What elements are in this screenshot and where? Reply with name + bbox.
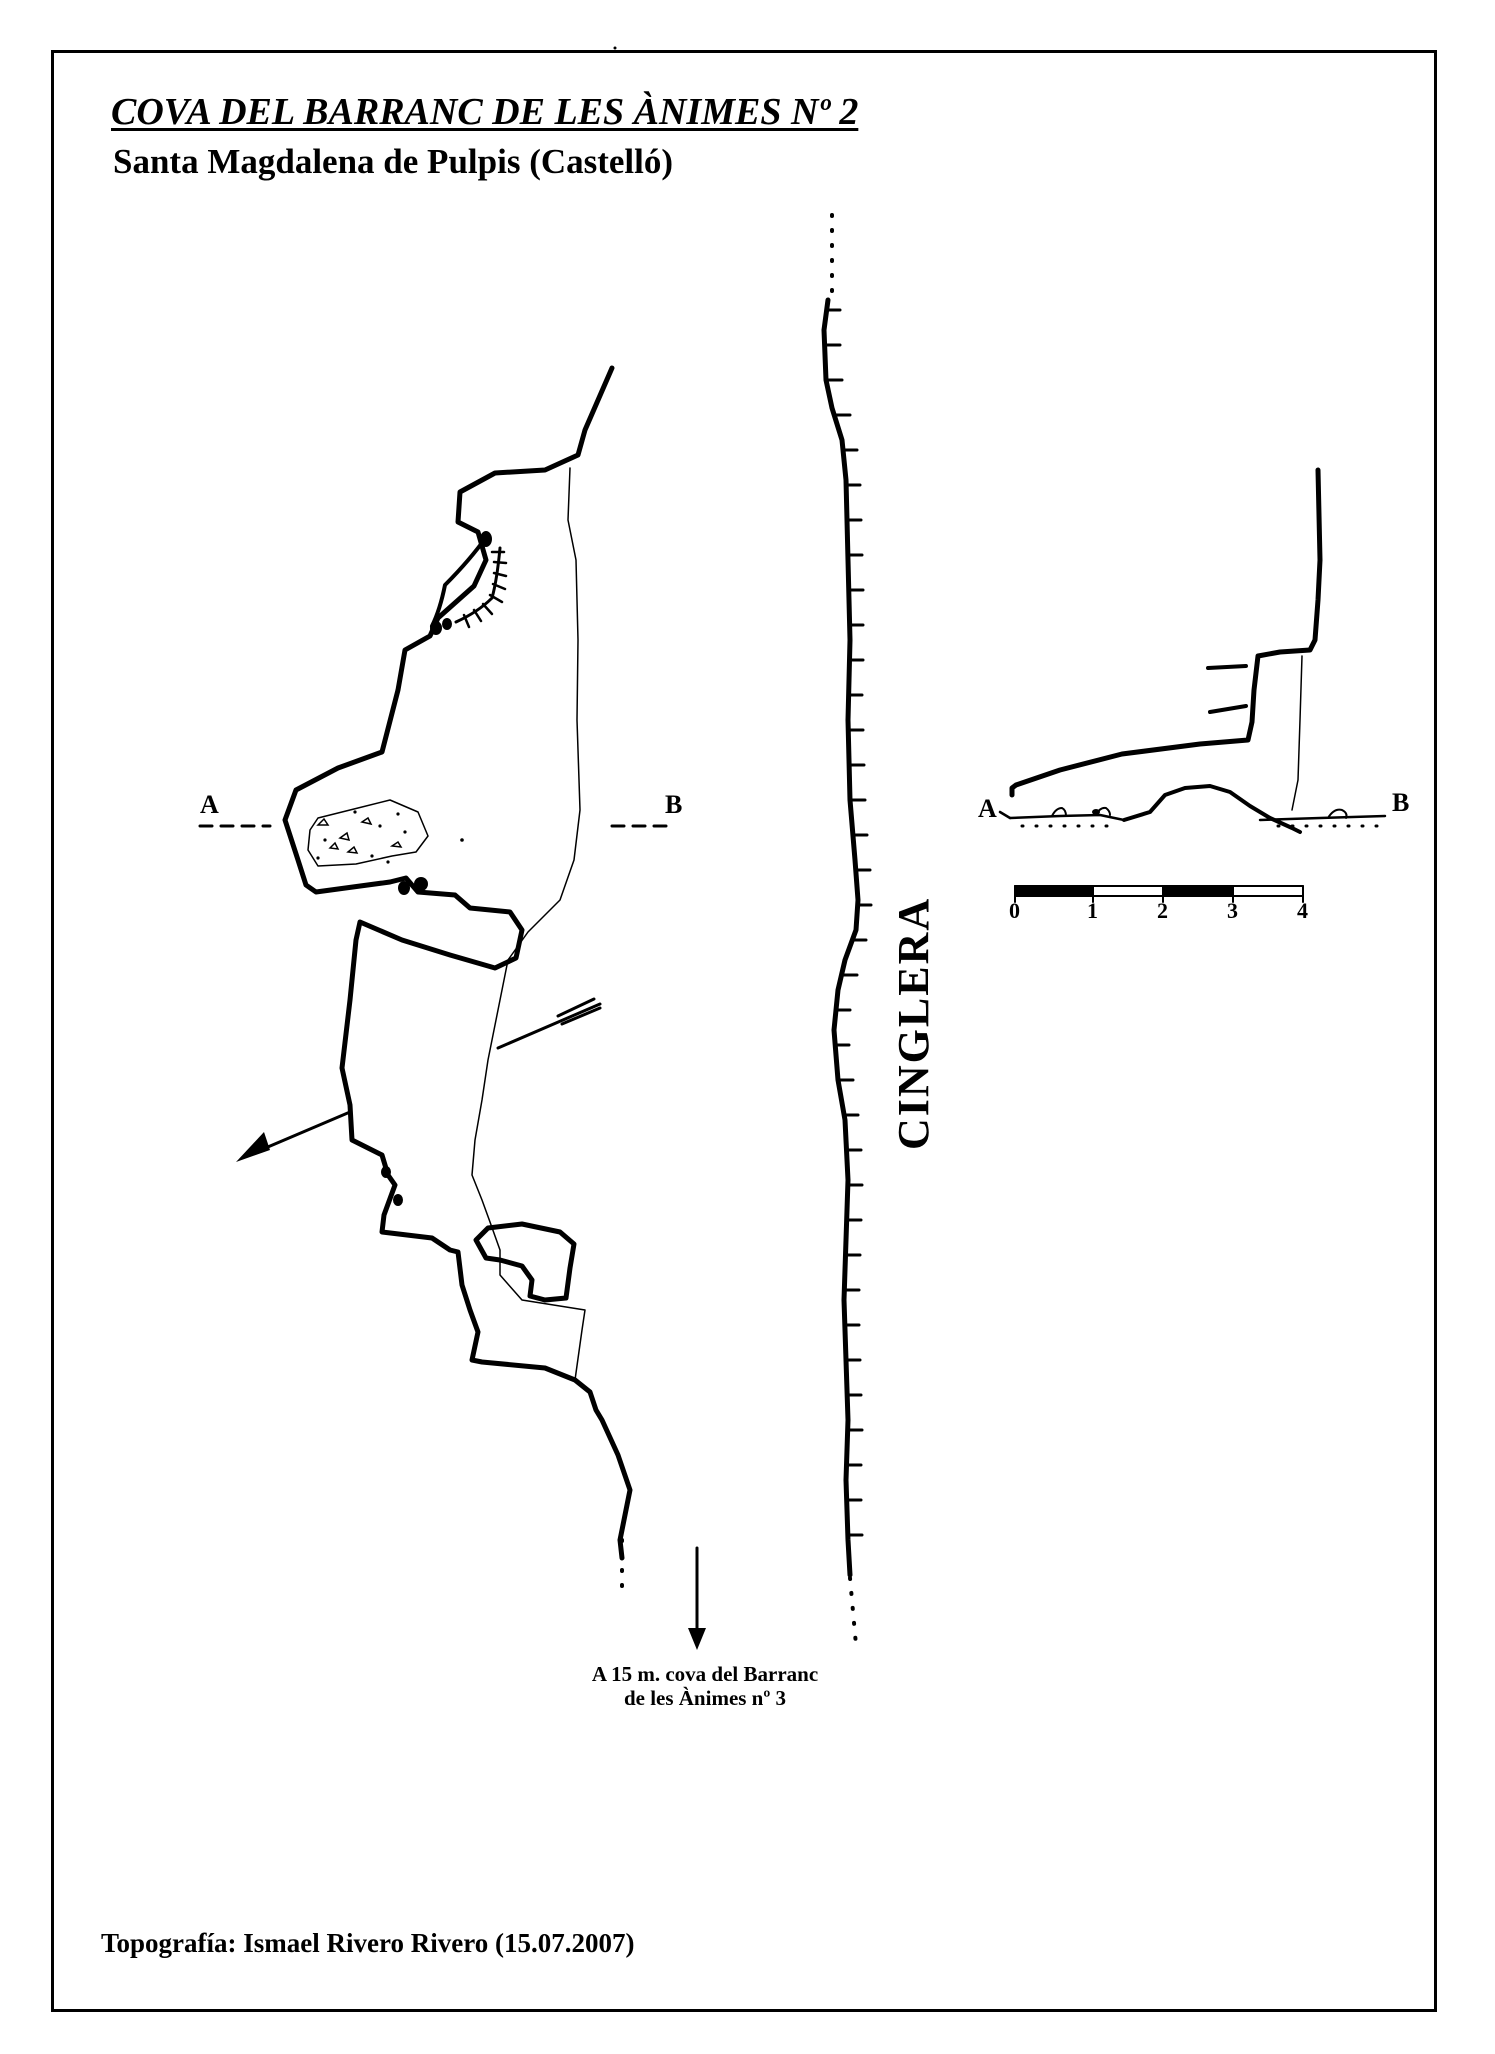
profile-floor xyxy=(1122,784,1302,834)
cave-dripline xyxy=(471,467,586,1381)
cliff-label: CINGLERA xyxy=(889,896,938,1150)
cave-inner-hachure-line xyxy=(454,546,502,624)
profile-outline xyxy=(1009,467,1323,798)
direction-arrow-head xyxy=(688,1628,706,1650)
cliff-ticks xyxy=(824,308,873,1537)
map-frame xyxy=(51,50,1437,2012)
next-cave-note-line: de les Ànimes nº 3 xyxy=(623,1686,787,1710)
plan-section-start-label: A xyxy=(200,790,219,819)
north-arrow-head xyxy=(236,1132,270,1162)
cave-inner-chamber xyxy=(430,534,489,628)
plan-section-end-label: B xyxy=(665,790,683,819)
rock-blocks xyxy=(381,531,1100,1206)
scale-tick-label: 0 xyxy=(1009,898,1020,923)
map-location: Santa Magdalena de Pulpis (Castelló) xyxy=(113,142,674,181)
cave-plan-outline xyxy=(282,365,633,1561)
cave-lower-chamber xyxy=(473,1221,577,1303)
scale-bar xyxy=(1014,885,1304,903)
cave-continuation-dots xyxy=(620,213,858,1647)
cave-floor-deposit xyxy=(307,799,429,867)
next-cave-note: A 15 m. cova del Barranc de les Ànimes n… xyxy=(555,1662,855,1710)
profile-dripline xyxy=(1291,655,1303,811)
map-title: COVA DEL BARRANC DE LES ÀNIMES Nº 2 xyxy=(111,91,859,133)
scale-tick-label: 3 xyxy=(1227,898,1238,923)
deposit-dots xyxy=(316,46,617,864)
deposit-pebbles xyxy=(316,816,403,854)
survey-credit: Topografía: Ismael Rivero Rivero (15.07.… xyxy=(101,1928,635,1958)
profile-ground-line xyxy=(1008,813,1387,822)
cave-hachures xyxy=(462,550,508,629)
profile-section-end-label: B xyxy=(1392,788,1410,817)
cliff-line xyxy=(821,297,861,1578)
scale-tick-label: 4 xyxy=(1297,898,1308,923)
north-arrow xyxy=(240,997,602,1160)
scale-tick-label: 1 xyxy=(1087,898,1098,923)
profile-ledges xyxy=(1206,664,1248,714)
profile-section-start-label: A xyxy=(978,794,997,823)
scale-tick-label: 2 xyxy=(1157,898,1168,923)
next-cave-note-line: A 15 m. cova del Barranc xyxy=(591,1662,819,1686)
profile-section-cut xyxy=(998,810,1012,820)
